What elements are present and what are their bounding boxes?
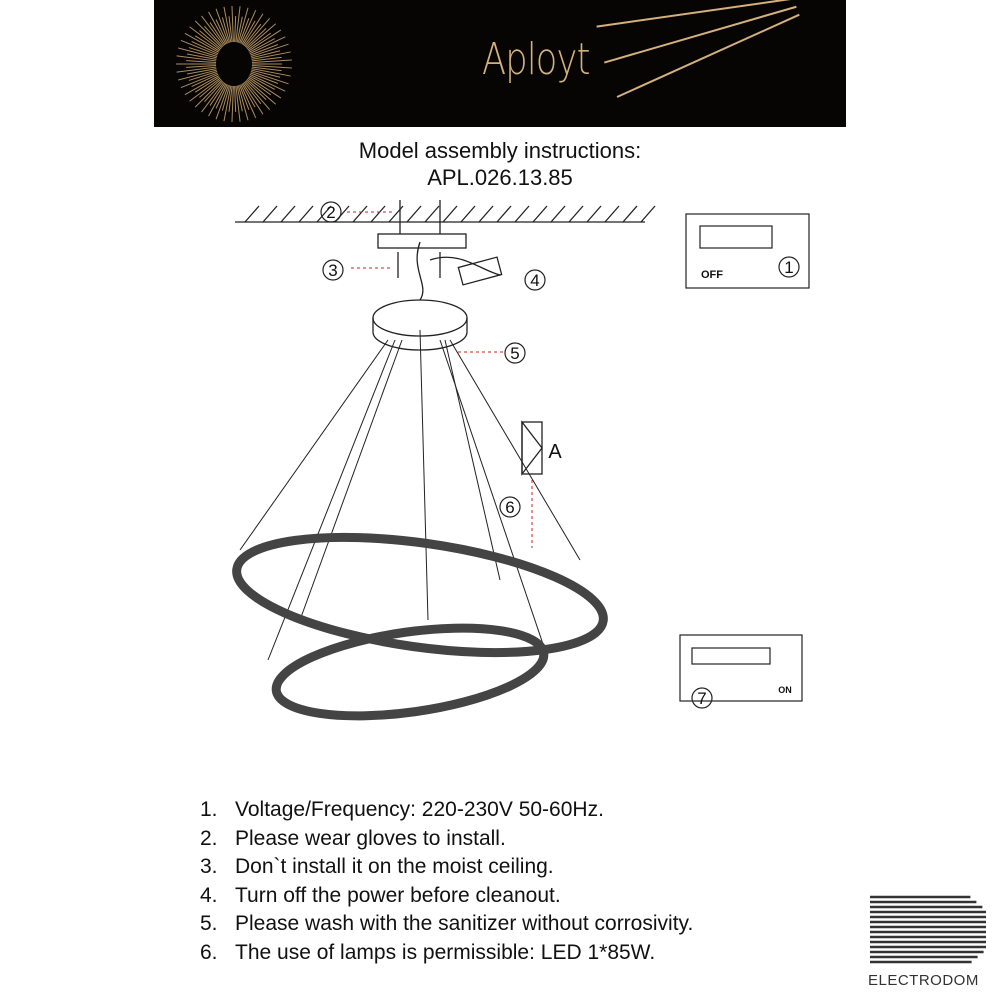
- list-item: 1. Voltage/Frequency: 220-230V 50-60Hz.: [200, 798, 693, 827]
- item-number: 3.: [200, 855, 218, 878]
- mounting-bracket: [377, 233, 467, 249]
- logo-text: ELECTRODOM: [868, 972, 979, 989]
- ed-logo-mark: [870, 895, 986, 964]
- list-item: 2. Please wear gloves to install.: [200, 827, 693, 856]
- callout-7: 7: [697, 689, 706, 708]
- part-label-a: A: [548, 441, 562, 463]
- item-text: Please wash with the sanitizer without c…: [235, 912, 694, 935]
- item-text: The use of lamps is permissible: LED 1*8…: [235, 940, 656, 964]
- item-text: Voltage/Frequency: 220-230V 50-60Hz.: [235, 798, 604, 821]
- sunburst-decoration: [176, 0, 800, 122]
- model-number: APL.026.13.85: [427, 165, 573, 190]
- instructions-list: 1. Voltage/Frequency: 220-230V 50-60Hz. 2…: [200, 798, 693, 969]
- item-text: Don`t install it on the moist ceiling.: [235, 855, 554, 878]
- lower-ring: [271, 623, 549, 721]
- list-item: 5. Please wash with the sanitizer without…: [200, 912, 693, 941]
- off-label: OFF: [701, 269, 723, 281]
- item-number: 1.: [200, 798, 218, 821]
- callout-3: 3: [328, 261, 337, 280]
- suspension-wires: [239, 329, 581, 661]
- callout-4: 4: [530, 271, 539, 290]
- list-item: 6. The use of lamps is permissible: LED 1…: [200, 941, 693, 970]
- list-item: 3. Don`t install it on the moist ceiling.: [200, 855, 693, 884]
- assembly-diagram: 2 3 4 5 6 1 7 A OFF ON: [232, 200, 810, 721]
- brand-banner: Aployt: [154, 0, 846, 127]
- list-item: 4. Turn off the power before cleanout.: [200, 884, 693, 913]
- item-number: 2.: [200, 826, 218, 850]
- item-number: 4.: [200, 883, 218, 907]
- callout-1: 1: [784, 258, 793, 277]
- callout-6: 6: [505, 498, 514, 517]
- callout-2: 2: [326, 203, 335, 222]
- canopy: [372, 318, 468, 351]
- on-label: ON: [778, 685, 792, 695]
- switch-off-inset: [685, 213, 810, 289]
- switch-on-inset: [679, 634, 803, 702]
- electrodom-logo: ELECTRODOM: [868, 895, 993, 989]
- item-number: 6.: [200, 940, 218, 964]
- terminal-block: [457, 256, 503, 286]
- upper-ring: [232, 532, 608, 658]
- item-text: Please wear gloves to install.: [235, 826, 506, 850]
- brand-logo: Aployt: [482, 34, 590, 85]
- doc-title: Model assembly instructions:: [358, 138, 642, 163]
- callout-5: 5: [510, 344, 519, 363]
- item-text: Turn off the power before cleanout.: [235, 883, 561, 907]
- ceiling-hatch: [244, 205, 656, 223]
- item-number: 5.: [200, 912, 218, 935]
